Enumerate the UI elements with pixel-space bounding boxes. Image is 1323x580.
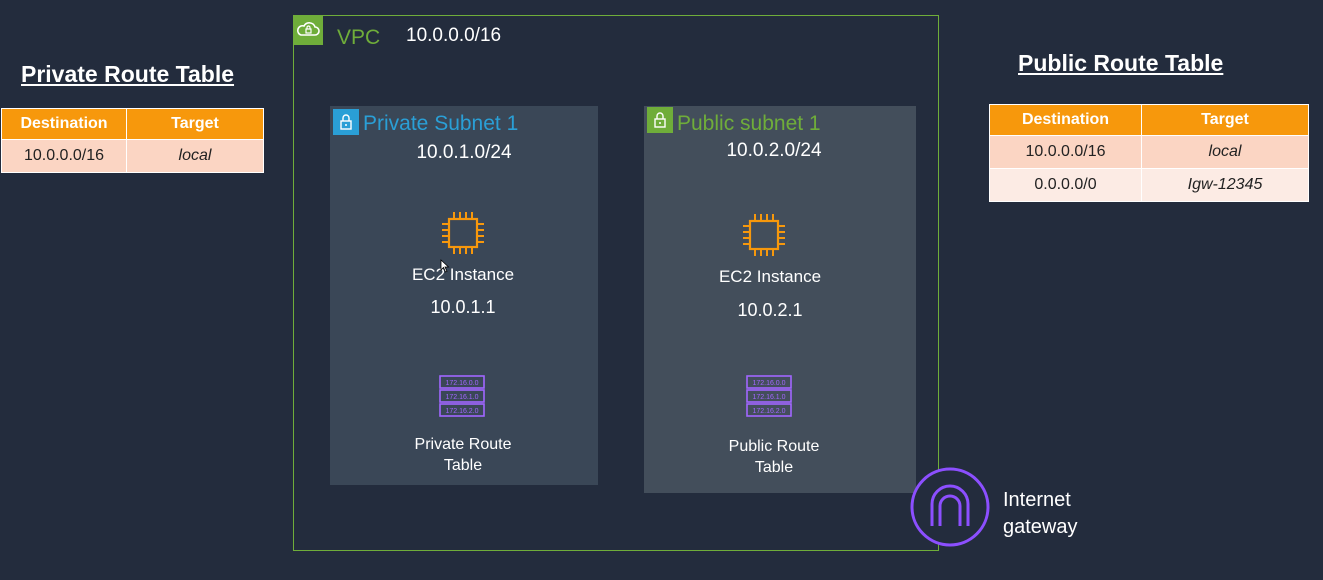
target-cell: local	[126, 139, 264, 173]
private-route-table-line1: Private Route	[414, 436, 512, 453]
route-table-icon: 172.16.0.0 172.16.1.0 172.16.2.0	[439, 375, 485, 424]
route-table-icon-line: 172.16.2.0	[445, 408, 478, 415]
destination-cell: 10.0.0.0/16	[989, 135, 1142, 169]
private-subnet-title: Private Subnet 1	[363, 112, 519, 135]
lock-icon	[333, 109, 359, 135]
vpc-boundary	[293, 15, 939, 551]
public-subnet	[644, 106, 916, 493]
private-subnet-cidr: 10.0.1.0/24	[416, 142, 512, 163]
route-table-icon: 172.16.0.0 172.16.1.0 172.16.2.0	[746, 375, 792, 424]
ec2-chip-icon	[440, 210, 486, 261]
vpc-cidr: 10.0.0.0/16	[406, 25, 502, 46]
internet-gateway-icon	[909, 466, 991, 548]
public-subnet-cidr: 10.0.2.0/24	[726, 140, 822, 161]
destination-header: Destination	[1, 108, 127, 140]
private-route-table: Destination Target 10.0.0.0/16 local	[1, 108, 264, 173]
mouse-cursor-icon	[440, 259, 450, 278]
private-route-table-title: Private Route Table	[21, 61, 235, 87]
internet-gateway-label: Internet gateway	[1003, 487, 1078, 541]
private-subnet	[330, 106, 598, 485]
route-table-icon-line: 172.16.1.0	[445, 394, 478, 401]
target-header: Target	[126, 108, 264, 140]
ec2-chip-icon	[741, 212, 787, 263]
route-table-icon-line: 172.16.0.0	[752, 380, 785, 387]
table-row: 10.0.0.0/16 local	[989, 135, 1309, 169]
table-row: 10.0.0.0/16 local	[1, 139, 264, 173]
vpc-label: VPC	[337, 26, 381, 49]
public-route-table-line2: Table	[754, 459, 794, 476]
route-table-icon-line: 172.16.1.0	[752, 394, 785, 401]
destination-cell: 10.0.0.0/16	[1, 139, 127, 173]
public-ec2-ip: 10.0.2.1	[737, 300, 803, 320]
public-route-table: Destination Target 10.0.0.0/16 local 0.0…	[989, 104, 1309, 202]
route-table-icon-line: 172.16.2.0	[752, 408, 785, 415]
table-row: 0.0.0.0/0 Igw-12345	[989, 168, 1309, 202]
destination-header: Destination	[989, 104, 1142, 136]
internet-gateway-line1: Internet	[1003, 489, 1071, 511]
private-route-table-line2: Table	[443, 457, 483, 474]
route-table-icon-line: 172.16.0.0	[445, 380, 478, 387]
public-ec2-label: EC2 Instance	[718, 267, 822, 286]
private-ec2-label: EC2 Instance	[411, 265, 515, 284]
target-cell: local	[1141, 135, 1309, 169]
lock-icon	[647, 107, 673, 133]
public-route-table-line1: Public Route	[728, 438, 820, 455]
vpc-cloud-icon	[293, 15, 323, 45]
public-route-table-title: Public Route Table	[1018, 50, 1224, 76]
target-header: Target	[1141, 104, 1309, 136]
public-subnet-title: Public subnet 1	[677, 112, 821, 135]
internet-gateway-line2: gateway	[1003, 516, 1078, 538]
target-cell: Igw-12345	[1141, 168, 1309, 202]
destination-cell: 0.0.0.0/0	[989, 168, 1142, 202]
private-ec2-ip: 10.0.1.1	[430, 297, 496, 317]
